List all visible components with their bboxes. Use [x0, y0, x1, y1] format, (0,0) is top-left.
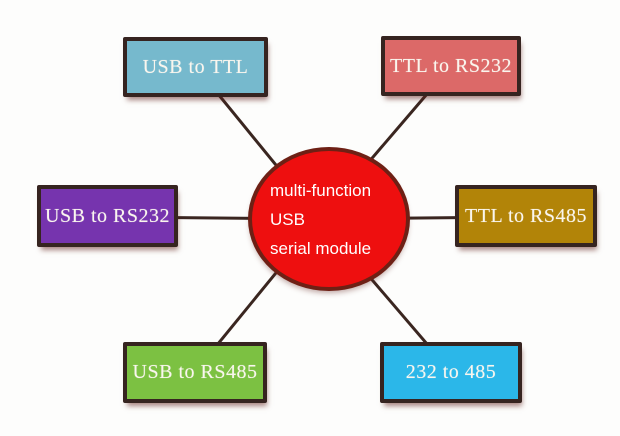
- node-label: TTL to RS232: [390, 54, 512, 77]
- node-ttl-to-rs232: TTL to RS232: [381, 36, 521, 96]
- node-label: 232 to 485: [405, 361, 497, 383]
- node-label: TTL to RS485: [465, 204, 587, 227]
- center-hub-line: serial module: [270, 238, 372, 258]
- center-hub-line: USB: [270, 209, 305, 229]
- node-232-to-485: 232 to 485: [380, 342, 522, 403]
- node-ttl-to-rs485: TTL to RS485: [455, 185, 597, 247]
- node-usb-to-rs485: USB to RS485: [123, 342, 267, 403]
- node-label: USB to RS485: [132, 361, 258, 383]
- node-label: USB to RS232: [45, 204, 170, 227]
- center-hub-line: multi-function: [270, 180, 372, 200]
- center-hub-circle: multi-function USB serial module: [248, 147, 410, 291]
- node-usb-to-ttl: USB to TTL: [123, 37, 268, 97]
- node-label: USB to TTL: [142, 55, 249, 78]
- node-usb-to-rs232: USB to RS232: [37, 185, 178, 247]
